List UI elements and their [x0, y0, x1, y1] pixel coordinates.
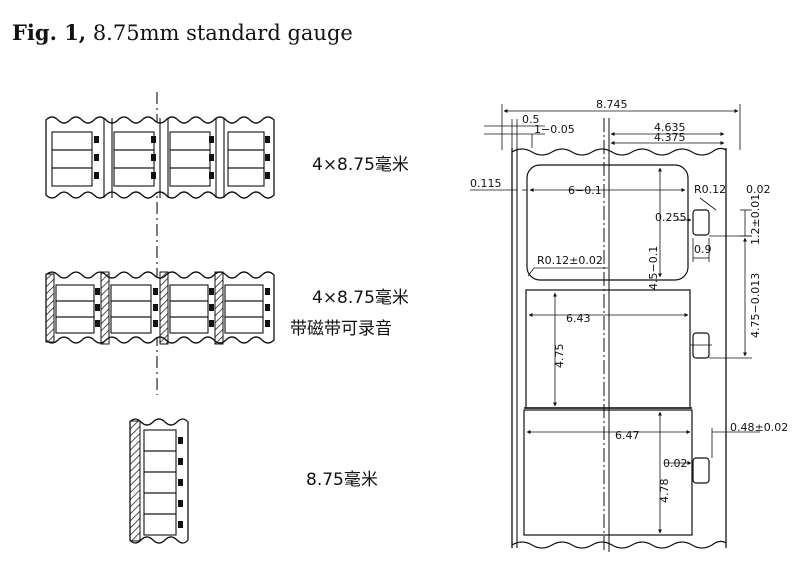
dim-4.375: 4.375: [654, 131, 686, 144]
dim-0.02-bottom: 0.02: [663, 457, 688, 470]
caption-prefix: Fig. 1,: [12, 20, 87, 45]
gauge-dimension-drawing: [470, 104, 760, 552]
figure-caption: Fig. 1, 8.75mm standard gauge: [12, 20, 353, 45]
dim-R0.12-0.02: R0.12±0.02: [537, 254, 603, 267]
film-strip-4x875: [45, 116, 275, 199]
dim-4.78: 4.78: [658, 479, 671, 504]
dim-total-width: 8.745: [596, 98, 628, 111]
dim-0.115: 0.115: [470, 177, 502, 190]
dim-4.75: 4.75: [553, 344, 566, 369]
dim-4.75-0.013: 4.75−0.013: [749, 273, 762, 338]
label-strip1: 4×8.75毫米: [312, 155, 409, 175]
dim-0.255: 0.255: [655, 211, 687, 224]
label-strip2-magnetic: 带磁带可录音: [290, 319, 392, 339]
dim-0.02-top: 0.02: [746, 183, 771, 196]
dim-6.43: 6.43: [566, 312, 591, 325]
film-strip-875: [129, 418, 189, 544]
dim-1-0.05: 1−0.05: [534, 123, 575, 136]
label-strip3: 8.75毫米: [306, 470, 378, 490]
dim-6.47: 6.47: [615, 429, 640, 442]
dim-0.48-0.02: 0.48±0.02: [730, 421, 788, 434]
dim-1.2-0.01: 1.2±0.01: [749, 194, 762, 245]
film-strip-4x875-magnetic: [45, 271, 275, 345]
dim-0.9: 0.9: [694, 243, 712, 256]
dim-0.5: 0.5: [522, 113, 540, 126]
dim-4.635: 4.635: [654, 121, 686, 134]
dim-4.5-0.1: 4.5−0.1: [647, 246, 660, 290]
dim-6-0.1: 6−0.1: [568, 184, 602, 197]
dim-R0.12: R0.12: [694, 183, 726, 196]
caption-text: 8.75mm standard gauge: [92, 21, 353, 45]
label-strip2: 4×8.75毫米: [312, 288, 409, 308]
